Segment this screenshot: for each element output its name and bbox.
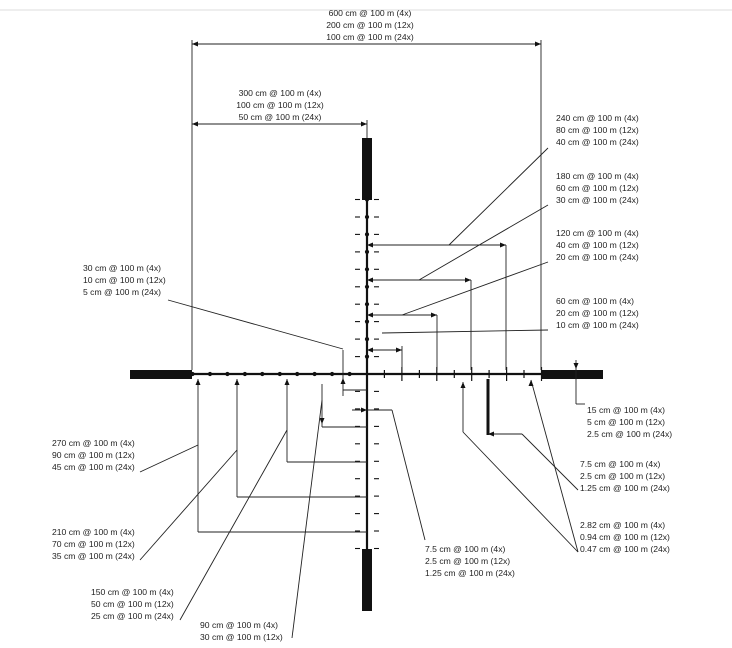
label-left-150: 150 cm @ 100 m (4x) 50 cm @ 100 m (12x) … [91, 587, 174, 621]
vertical-subtension-dots [364, 197, 370, 359]
label-line: 240 cm @ 100 m (4x) [556, 113, 639, 123]
right-heavy-post [541, 370, 603, 379]
label-line: 50 cm @ 100 m (24x) [239, 112, 322, 122]
label-line: 30 cm @ 100 m (12x) [200, 632, 283, 642]
label-line: 1.25 cm @ 100 m (24x) [580, 483, 670, 493]
label-line: 2.5 cm @ 100 m (12x) [425, 556, 510, 566]
label-line: 35 cm @ 100 m (24x) [52, 551, 135, 561]
reticle-dot [364, 337, 370, 342]
label-line: 70 cm @ 100 m (12x) [52, 539, 135, 549]
label-line: 150 cm @ 100 m (4x) [91, 587, 174, 597]
label-line: 40 cm @ 100 m (24x) [556, 137, 639, 147]
horizontal-subtension-dots [190, 371, 352, 377]
reticle-dot [364, 302, 370, 307]
label-top-inner: 300 cm @ 100 m (4x) 100 cm @ 100 m (12x)… [236, 88, 324, 122]
label-line: 7.5 cm @ 100 m (4x) [580, 459, 660, 469]
label-line: 15 cm @ 100 m (4x) [587, 405, 665, 415]
label-right-7-5: 7.5 cm @ 100 m (4x) 2.5 cm @ 100 m (12x)… [580, 459, 670, 493]
label-right-120: 120 cm @ 100 m (4x) 40 cm @ 100 m (12x) … [556, 228, 639, 262]
label-left-30: 30 cm @ 100 m (4x) 10 cm @ 100 m (12x) 5… [83, 263, 166, 297]
label-line: 100 cm @ 100 m (24x) [326, 32, 414, 42]
label-line: 30 cm @ 100 m (24x) [556, 195, 639, 205]
label-line: 20 cm @ 100 m (12x) [556, 308, 639, 318]
label-right-60: 60 cm @ 100 m (4x) 20 cm @ 100 m (12x) 1… [556, 296, 639, 330]
label-line: 5 cm @ 100 m (12x) [587, 417, 665, 427]
label-bottom-90: 90 cm @ 100 m (4x) 30 cm @ 100 m (12x) [200, 620, 283, 642]
label-line: 270 cm @ 100 m (4x) [52, 438, 135, 448]
label-right-180: 180 cm @ 100 m (4x) 60 cm @ 100 m (12x) … [556, 171, 639, 205]
label-line: 45 cm @ 100 m (24x) [52, 462, 135, 472]
reticle-dot [295, 371, 300, 377]
reticle-dot [277, 371, 282, 377]
label-line: 50 cm @ 100 m (12x) [91, 599, 174, 609]
label-line: 20 cm @ 100 m (24x) [556, 252, 639, 262]
reticle-dot [364, 249, 370, 254]
reticle-dot [364, 214, 370, 220]
reticle-dot [330, 371, 335, 377]
label-bottom-7-5: 7.5 cm @ 100 m (4x) 2.5 cm @ 100 m (12x)… [425, 544, 515, 578]
label-line: 210 cm @ 100 m (4x) [52, 527, 135, 537]
label-line: 0.47 cm @ 100 m (24x) [580, 544, 670, 554]
top-heavy-post [362, 138, 372, 200]
dimension-lines [139, 40, 585, 639]
label-line: 180 cm @ 100 m (4x) [556, 171, 639, 181]
label-line: 90 cm @ 100 m (12x) [52, 450, 135, 460]
label-line: 10 cm @ 100 m (12x) [83, 275, 166, 285]
reticle-dot [312, 371, 317, 377]
reticle-dot [364, 319, 370, 324]
arrowheads [192, 41, 579, 437]
label-line: 30 cm @ 100 m (4x) [83, 263, 161, 273]
label-line: 10 cm @ 100 m (24x) [556, 320, 639, 330]
label-line: 120 cm @ 100 m (4x) [556, 228, 639, 238]
reticle-dot [190, 371, 195, 377]
label-line: 600 cm @ 100 m (4x) [329, 8, 412, 18]
label-right-15: 15 cm @ 100 m (4x) 5 cm @ 100 m (12x) 2.… [587, 405, 672, 439]
label-line: 80 cm @ 100 m (12x) [556, 125, 639, 135]
reticle-dot [260, 371, 265, 377]
bottom-heavy-post [362, 549, 372, 611]
label-line: 1.25 cm @ 100 m (24x) [425, 568, 515, 578]
label-line: 2.82 cm @ 100 m (4x) [580, 520, 665, 530]
reticle-dot [364, 232, 370, 237]
reticle-dot [364, 267, 370, 272]
reticle-dot [225, 371, 230, 377]
label-right-2-82: 2.82 cm @ 100 m (4x) 0.94 cm @ 100 m (12… [580, 520, 670, 554]
vertical-ticks [355, 198, 379, 550]
label-line: 300 cm @ 100 m (4x) [239, 88, 322, 98]
reticle-dot [364, 284, 370, 289]
label-left-210: 210 cm @ 100 m (4x) 70 cm @ 100 m (12x) … [52, 527, 135, 561]
label-line: 60 cm @ 100 m (4x) [556, 296, 634, 306]
reticle-dot [364, 197, 370, 202]
reticle-dot [347, 371, 352, 377]
label-line: 25 cm @ 100 m (24x) [91, 611, 174, 621]
label-line: 7.5 cm @ 100 m (4x) [425, 544, 505, 554]
label-line: 2.5 cm @ 100 m (24x) [587, 429, 672, 439]
reticle-dot [242, 371, 247, 377]
label-line: 90 cm @ 100 m (4x) [200, 620, 278, 630]
label-line: 2.5 cm @ 100 m (12x) [580, 471, 665, 481]
reticle-dot [364, 354, 370, 359]
label-left-270: 270 cm @ 100 m (4x) 90 cm @ 100 m (12x) … [52, 438, 135, 472]
left-heavy-post [130, 370, 192, 379]
reticle-dot [207, 371, 213, 377]
label-line: 40 cm @ 100 m (12x) [556, 240, 639, 250]
label-line: 60 cm @ 100 m (12x) [556, 183, 639, 193]
label-line: 100 cm @ 100 m (12x) [236, 100, 324, 110]
label-top-outer: 600 cm @ 100 m (4x) 200 cm @ 100 m (12x)… [326, 8, 414, 42]
label-line: 5 cm @ 100 m (24x) [83, 287, 161, 297]
label-line: 0.94 cm @ 100 m (12x) [580, 532, 670, 542]
label-right-240: 240 cm @ 100 m (4x) 80 cm @ 100 m (12x) … [556, 113, 639, 147]
label-line: 200 cm @ 100 m (12x) [326, 20, 414, 30]
